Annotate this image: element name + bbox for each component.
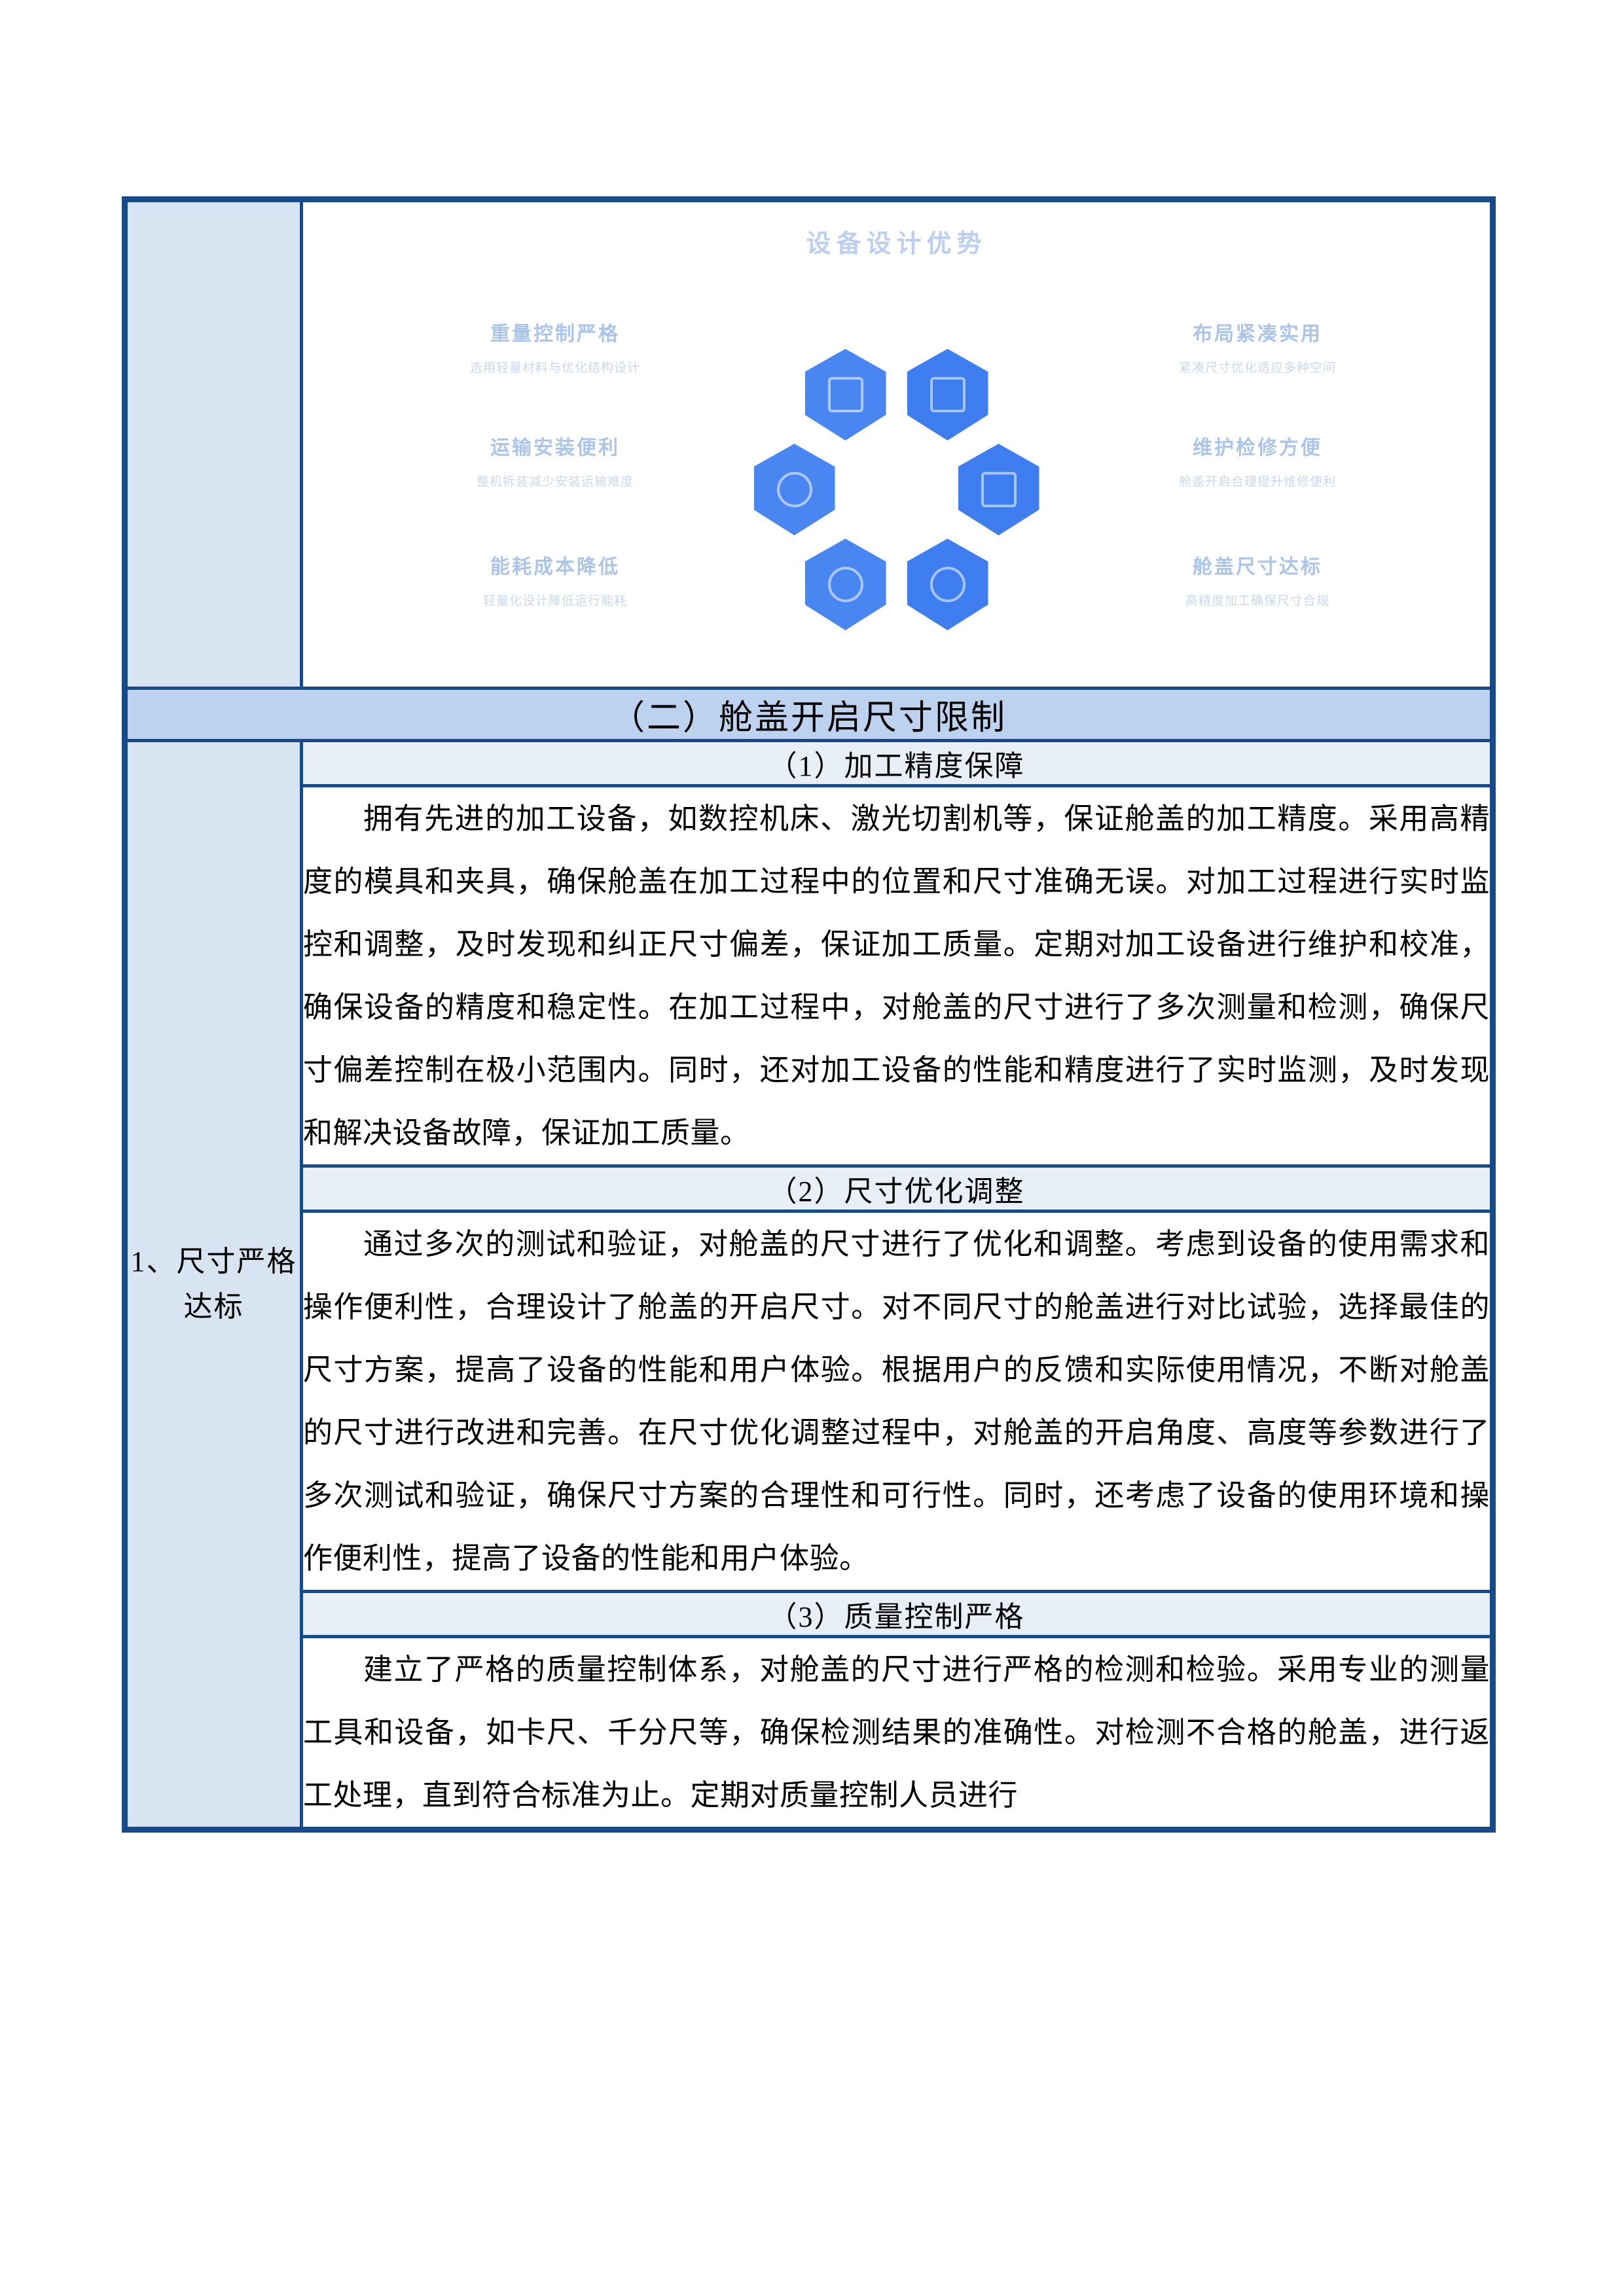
layout-glyph-icon: [929, 377, 965, 412]
table-row-section-heading: （二）舱盖开启尺寸限制: [123, 687, 1494, 742]
dimension-hex-icon: [907, 539, 988, 630]
infographic-item-weight: 重量控制严格 选用轻量材料与优化结构设计: [401, 317, 709, 376]
maintenance-glyph-icon: [981, 472, 1017, 507]
row-label-dimension-compliance: 1、尺寸严格达标: [123, 739, 303, 1831]
table-row-sub1-heading: 1、尺寸严格达标 （1）加工精度保障: [123, 739, 1494, 1831]
infographic-item-title: 运输安装便利: [490, 437, 620, 459]
transport-hex-icon: [753, 444, 835, 535]
infographic-item-subtitle: 轻量化设计降低运行能耗: [482, 594, 627, 608]
subsection-body-cell-3: 建立了严格的质量控制体系，对舱盖的尺寸进行严格的检测和检验。采用专业的测量工具和…: [300, 1635, 1494, 1831]
infographic-title: 设备设计优势: [806, 229, 987, 258]
infographic-item-transport: 运输安装便利 整机拆装减少安装运输难度: [401, 431, 709, 490]
subsection-paragraph-2: 通过多次的测试和验证，对舱盖的尺寸进行了优化和调整。考虑到设备的使用需求和操作便…: [303, 1228, 1490, 1575]
maintenance-hex-icon: [958, 444, 1039, 535]
subsection-paragraph-3: 建立了严格的质量控制体系，对舱盖的尺寸进行严格的检测和检验。采用专业的测量工具和…: [303, 1653, 1490, 1812]
infographic-item-subtitle: 紧凑尺寸优化适应多种空间: [1178, 361, 1336, 375]
design-advantages-infographic: 设备设计优势 重量控制严格 选用轻量材料与优化结构设计: [303, 202, 1490, 687]
infographic-item-layout: 布局紧凑实用 紧凑尺寸优化适应多种空间: [1104, 317, 1411, 376]
infographic-item-title: 重量控制严格: [490, 323, 620, 346]
infographic-item-energy: 能耗成本降低 轻量化设计降低运行能耗: [401, 550, 709, 609]
energy-hex-icon: [804, 539, 886, 630]
subsection-body-cell-2: 通过多次的测试和验证，对舱盖的尺寸进行了优化和调整。考虑到设备的使用需求和操作便…: [300, 1210, 1494, 1593]
figure-cell: 设备设计优势 重量控制严格 选用轻量材料与优化结构设计: [300, 198, 1494, 690]
weight-glyph-icon: [827, 377, 863, 412]
weight-hex-icon: [804, 349, 886, 440]
infographic-item-dimension: 舱盖尺寸达标 高精度加工确保尺寸合规: [1104, 550, 1411, 609]
subsection-body-cell-1: 拥有先进的加工设备，如数控机床、激光切割机等，保证舱盖的加工精度。采用高精度的模…: [300, 784, 1494, 1168]
subsection-heading-2: （2）尺寸优化调整: [300, 1164, 1494, 1213]
infographic-item-subtitle: 选用轻量材料与优化结构设计: [469, 361, 640, 375]
dimension-glyph-icon: [929, 567, 965, 602]
layout-hex-icon: [907, 349, 988, 440]
section-heading: （二）舱盖开启尺寸限制: [123, 687, 1494, 742]
table-row-figure: 设备设计优势 重量控制严格 选用轻量材料与优化结构设计: [123, 198, 1494, 690]
table-row-sub2-heading: （2）尺寸优化调整: [125, 1164, 1494, 1213]
figure-row-label-cell: [123, 198, 303, 690]
infographic-item-maintenance: 维护检修方便 舱盖开启合理提升维修便利: [1104, 431, 1411, 490]
transport-glyph-icon: [776, 472, 812, 507]
content-table: 设备设计优势 重量控制严格 选用轻量材料与优化结构设计: [122, 196, 1496, 1833]
table-row-sub1-body: 拥有先进的加工设备，如数控机床、激光切割机等，保证舱盖的加工精度。采用高精度的模…: [125, 784, 1494, 1168]
subsection-heading-1: （1）加工精度保障: [300, 739, 1494, 787]
infographic-item-subtitle: 整机拆装减少安装运输难度: [476, 475, 634, 489]
infographic-item-title: 能耗成本降低: [490, 556, 620, 579]
table-row-sub3-body: 建立了严格的质量控制体系，对舱盖的尺寸进行严格的检测和检验。采用专业的测量工具和…: [125, 1635, 1494, 1831]
infographic-item-subtitle: 高精度加工确保尺寸合规: [1185, 594, 1329, 608]
energy-glyph-icon: [827, 567, 863, 602]
infographic-item-title: 布局紧凑实用: [1193, 323, 1322, 346]
subsection-heading-3: （3）质量控制严格: [300, 1590, 1494, 1638]
infographic-item-title: 维护检修方便: [1193, 437, 1322, 459]
table-row-sub2-body: 通过多次的测试和验证，对舱盖的尺寸进行了优化和调整。考虑到设备的使用需求和操作便…: [125, 1210, 1494, 1593]
subsection-paragraph-1: 拥有先进的加工设备，如数控机床、激光切割机等，保证舱盖的加工精度。采用高精度的模…: [303, 802, 1490, 1149]
hexagon-cluster: [753, 349, 1039, 630]
infographic-item-subtitle: 舱盖开启合理提升维修便利: [1178, 475, 1336, 489]
infographic-item-title: 舱盖尺寸达标: [1193, 556, 1322, 579]
table-row-sub3-heading: （3）质量控制严格: [125, 1590, 1494, 1638]
